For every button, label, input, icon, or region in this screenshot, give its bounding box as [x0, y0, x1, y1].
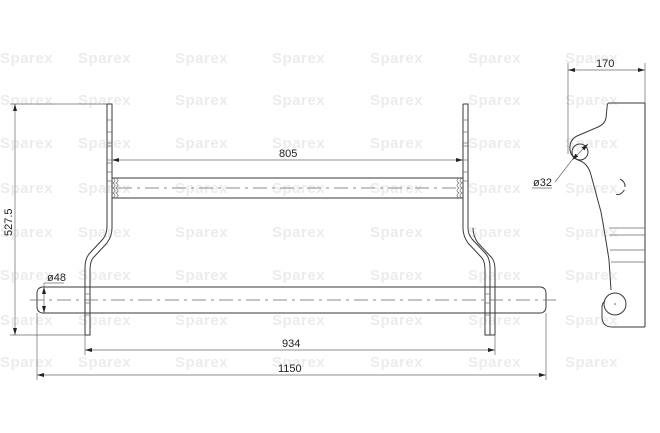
watermark-text: Sparex	[370, 180, 423, 197]
watermark-text: Sparex	[565, 135, 618, 152]
dim-label-170: 170	[596, 58, 614, 70]
watermark-text: Sparex	[175, 312, 228, 329]
watermark-text: Sparex	[370, 354, 423, 371]
watermark-text: Sparex	[370, 224, 423, 241]
watermark-text: Sparex	[175, 354, 228, 371]
watermark-text: Sparex	[468, 92, 521, 109]
watermark-text: Sparex	[0, 354, 53, 371]
side-plate-outline	[569, 102, 646, 328]
watermark-text: Sparex	[272, 180, 325, 197]
dim-label-934: 934	[282, 338, 300, 350]
watermark-text: Sparex	[468, 312, 521, 329]
watermark-text: Sparex	[0, 267, 53, 284]
dim-label-32: ø32	[533, 177, 552, 189]
dim-label-1150: 1150	[278, 363, 302, 375]
watermark-text: Sparex	[78, 180, 131, 197]
watermark-text: Sparex	[175, 224, 228, 241]
watermark-text: Sparex	[468, 135, 521, 152]
dim-plate-spacing: 934	[84, 335, 496, 355]
watermark-text: Sparex	[0, 180, 53, 197]
watermark-text: Sparex	[272, 312, 325, 329]
watermark-text: Sparex	[370, 312, 423, 329]
watermark-text: Sparex	[175, 92, 228, 109]
watermark-text: Sparex	[175, 180, 228, 197]
watermark-text: Sparex	[175, 50, 228, 67]
watermark-text: Sparex	[468, 354, 521, 371]
dim-overall-height: 527.5	[3, 103, 107, 336]
watermark-text: Sparex	[565, 92, 618, 109]
right-mounting-plate	[462, 103, 496, 336]
watermark-text: Sparex	[468, 50, 521, 67]
lower-pivot-pipe	[30, 286, 556, 314]
watermark-text: Sparex	[78, 50, 131, 67]
watermark-text: Sparex	[272, 92, 325, 109]
watermark-text: Sparex	[272, 354, 325, 371]
watermark-text: Sparex	[370, 92, 423, 109]
watermark-text: Sparex	[370, 267, 423, 284]
watermark-text: Sparex	[78, 267, 131, 284]
watermark-text: Sparex	[468, 224, 521, 241]
watermark-text: Sparex	[175, 135, 228, 152]
side-view: 170 ø32	[532, 58, 646, 328]
front-view: 527.5 805 ø48 934 1150	[3, 103, 556, 380]
watermark-text: Sparex	[78, 312, 131, 329]
watermark-text: Sparex	[0, 135, 53, 152]
watermark-text: Sparex	[565, 180, 618, 197]
dim-overall-width: 1150	[36, 313, 547, 380]
watermark-text: Sparex	[0, 50, 53, 67]
watermark-text: Sparex	[272, 135, 325, 152]
left-mounting-plate	[84, 103, 113, 336]
watermark-text: Sparex	[0, 312, 53, 329]
dim-label-height: 527.5	[3, 208, 15, 236]
watermark-text: Sparex	[175, 267, 228, 284]
dim-pipe-diameter: ø48	[42, 272, 66, 313]
watermark-text: Sparex	[370, 135, 423, 152]
watermark-text: Sparex	[565, 50, 618, 67]
watermark-text: Sparex	[78, 92, 131, 109]
dim-label-48: ø48	[47, 272, 66, 284]
detent-arc	[613, 178, 626, 196]
dim-inner-tube-length: 805	[112, 148, 463, 162]
watermark-text: Sparex	[370, 50, 423, 67]
dim-hole-diameter: ø32	[532, 143, 589, 189]
watermark-text: Sparex	[468, 180, 521, 197]
dim-side-depth: 170	[567, 58, 646, 154]
watermark-text: Sparex	[565, 224, 618, 241]
watermark-text: Sparex	[78, 224, 131, 241]
dim-label-805: 805	[279, 148, 297, 160]
watermark-text: Sparex	[272, 224, 325, 241]
watermark-text: Sparex	[565, 354, 618, 371]
watermark-text: Sparex	[0, 92, 53, 109]
watermark-text: Sparex	[78, 135, 131, 152]
lower-pivot-hole	[603, 292, 627, 316]
watermark-text: Sparex	[272, 50, 325, 67]
watermark-text: Sparex	[468, 267, 521, 284]
watermark-text: Sparex	[78, 354, 131, 371]
watermark-text: Sparex	[272, 267, 325, 284]
upper-cross-tube	[112, 177, 463, 199]
watermark-text: Sparex	[565, 267, 618, 284]
